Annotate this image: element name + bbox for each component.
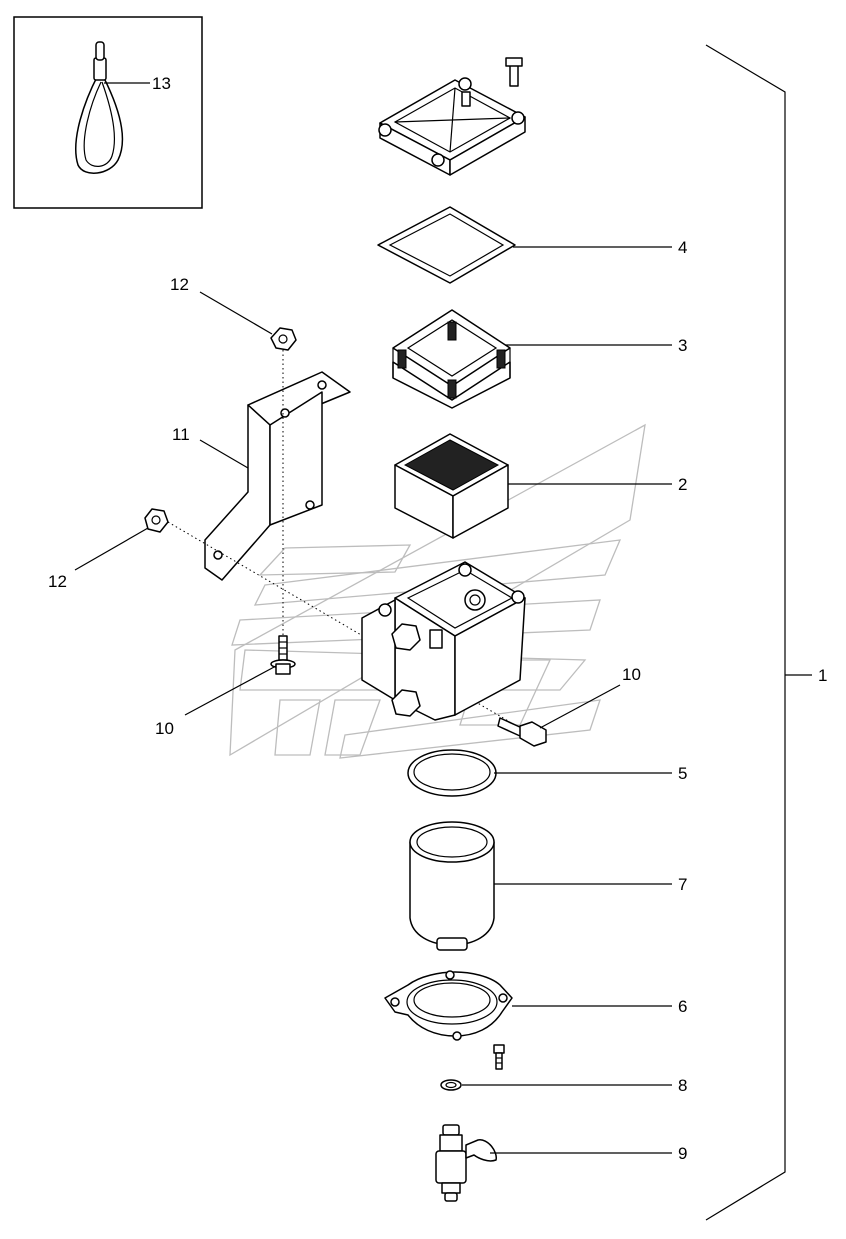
part-3-spring-frame xyxy=(392,309,511,409)
callout-12-upper: 12 xyxy=(170,275,189,294)
part-12-nut-upper xyxy=(270,327,297,351)
part-7-bowl xyxy=(409,821,495,951)
callout-4: 4 xyxy=(678,238,687,257)
callout-10-right: 10 xyxy=(622,665,641,684)
callout-9: 9 xyxy=(678,1144,687,1163)
leader-12-upper xyxy=(199,291,273,335)
callout-11: 11 xyxy=(172,425,190,444)
callout-2: 2 xyxy=(678,475,687,494)
callout-7: 7 xyxy=(678,875,687,894)
assembly-bracket xyxy=(705,44,786,1221)
part-13-cable-tie xyxy=(75,41,124,174)
leader-11 xyxy=(199,439,249,469)
callout-1: 1 xyxy=(818,666,827,685)
leader-10-left xyxy=(184,665,277,716)
callout-8: 8 xyxy=(678,1076,687,1095)
part-9-drain-valve xyxy=(435,1124,497,1202)
leader-12-left xyxy=(74,527,149,571)
part-6-retaining-ring xyxy=(384,970,513,1041)
callout-5: 5 xyxy=(678,764,687,783)
part-screw-small xyxy=(493,1044,505,1070)
part-12-nut-left xyxy=(144,508,169,533)
part-11-bracket xyxy=(204,371,351,581)
part-10-bolt-right xyxy=(497,717,547,747)
alignment-line-diagonal xyxy=(167,521,511,723)
inset-frame xyxy=(13,16,203,209)
part-8-washer xyxy=(440,1079,462,1091)
callout-6: 6 xyxy=(678,997,687,1016)
callout-13: 13 xyxy=(152,74,171,93)
part-filter-head-cover xyxy=(378,57,526,176)
leader-10-right xyxy=(539,684,621,729)
callout-12-left: 12 xyxy=(48,572,67,591)
part-5-o-ring xyxy=(407,749,497,797)
part-10-bolt-left xyxy=(270,635,296,675)
callout-3: 3 xyxy=(678,336,687,355)
part-4-gasket xyxy=(377,206,516,284)
callout-10-left: 10 xyxy=(155,719,174,738)
part-filter-housing xyxy=(361,561,526,721)
part-2-filter-element xyxy=(394,433,509,539)
